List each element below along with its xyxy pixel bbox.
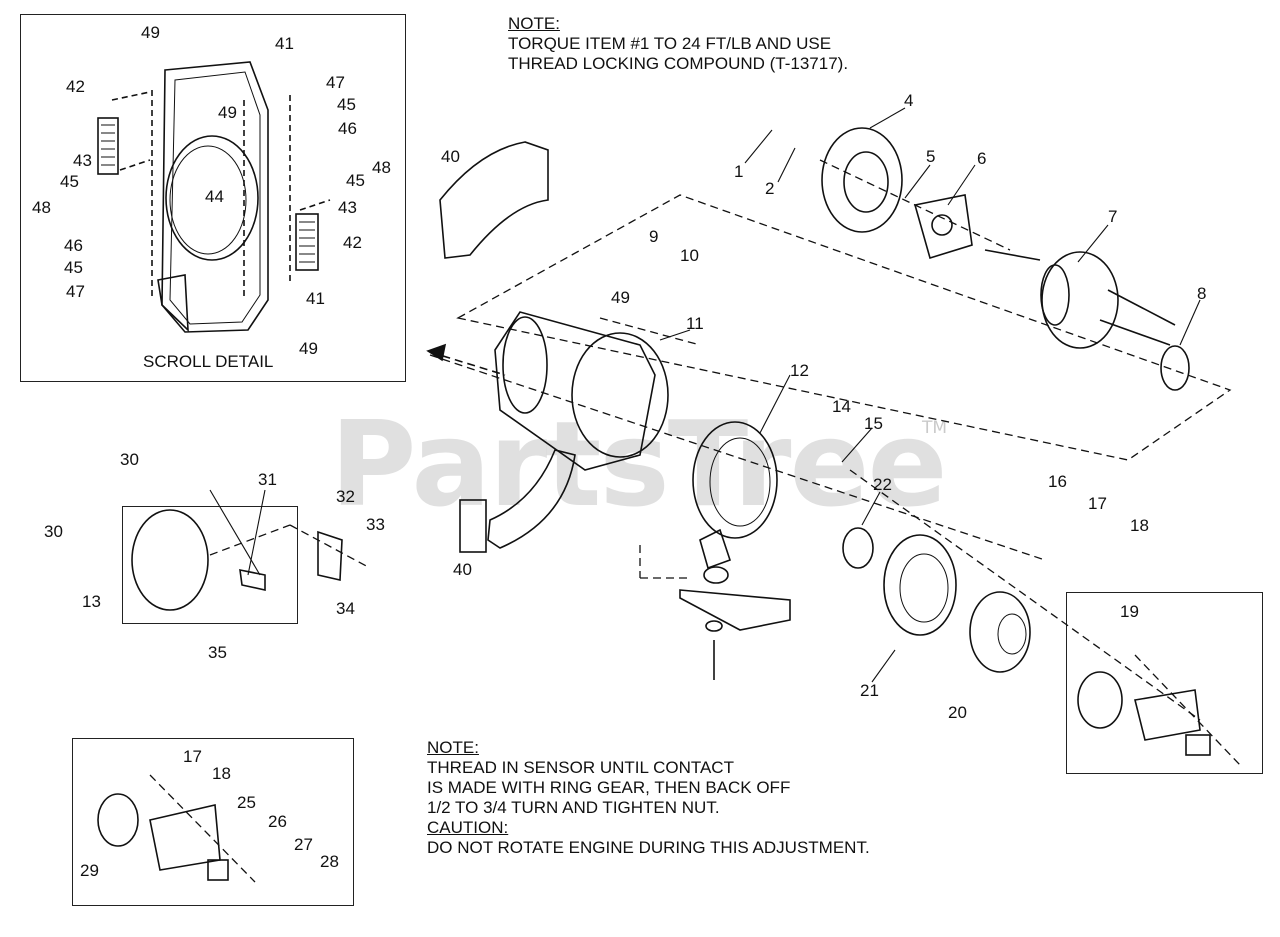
sensor-29-drawing	[97, 793, 139, 847]
hub-drawing	[913, 194, 973, 260]
callout-31: 31	[258, 470, 277, 489]
callout-17: 17	[1088, 494, 1107, 513]
callout-43-right: 43	[338, 198, 357, 217]
callout-10: 10	[680, 246, 699, 265]
callout-49-top: 49	[141, 23, 160, 42]
note-caution-line: DO NOT ROTATE ENGINE DURING THIS ADJUSTM…	[427, 838, 870, 857]
callout-48-r: 48	[372, 158, 391, 177]
rotor-shaft-drawing	[984, 249, 1041, 261]
note-torque-heading: NOTE:	[508, 14, 560, 33]
callout-49-main: 49	[611, 288, 630, 307]
callout-42-left: 42	[66, 77, 85, 96]
fan-cover-lower-drawing	[487, 449, 576, 549]
callout-30-top: 30	[120, 450, 139, 469]
scroll-detail-inset	[20, 14, 406, 382]
callout-45-bl: 45	[64, 258, 83, 277]
callout-42-right: 42	[343, 233, 362, 252]
callout-34: 34	[336, 599, 355, 618]
callout-41-top: 41	[275, 34, 294, 53]
callout-18-inset: 18	[212, 764, 231, 783]
callout-17-inset: 17	[183, 747, 202, 766]
note-sensor: NOTE: THREAD IN SENSOR UNTIL CONTACT IS …	[427, 738, 870, 858]
callout-5: 5	[926, 147, 936, 166]
callout-13: 13	[82, 592, 101, 611]
callout-44: 44	[205, 187, 224, 206]
note-sensor-line1: THREAD IN SENSOR UNTIL CONTACT	[427, 758, 734, 777]
callout-14: 14	[832, 397, 851, 416]
sensor-detail-inset-left	[72, 738, 354, 906]
callout-26: 26	[268, 812, 287, 831]
fan-cover-upper-drawing	[439, 141, 549, 259]
callout-22: 22	[873, 475, 892, 494]
callout-18: 18	[1130, 516, 1149, 535]
callout-40-bottom: 40	[453, 560, 472, 579]
sensor-bracket-inset	[122, 506, 298, 624]
note-caution-heading: CAUTION:	[427, 818, 509, 837]
ring-drawing	[883, 534, 957, 636]
callout-25: 25	[237, 793, 256, 812]
callout-19: 19	[1120, 602, 1139, 621]
callout-11: 11	[686, 314, 704, 333]
callout-4: 4	[904, 91, 914, 110]
watermark-tm: TM	[922, 418, 948, 438]
sensor-plate-drawing	[131, 509, 209, 611]
bearing-drawing	[842, 527, 874, 569]
bearing-carrier-drawing	[692, 421, 778, 539]
callout-49-mid: 49	[218, 103, 237, 122]
sensor-detail-inset-right	[1066, 592, 1263, 774]
connector-26-drawing	[207, 859, 229, 881]
callout-45-tr: 45	[337, 95, 356, 114]
grille-right-drawing	[295, 213, 319, 271]
sensor-19-drawing	[1077, 671, 1123, 729]
callout-47-l: 47	[66, 282, 85, 301]
grille-left-drawing	[97, 117, 119, 175]
callout-48-l: 48	[32, 198, 51, 217]
callout-45-mr: 45	[346, 171, 365, 190]
grille-main-drawing	[459, 499, 487, 553]
callout-15: 15	[864, 414, 883, 433]
callout-30-left: 30	[44, 522, 63, 541]
ring-gear-drawing	[969, 591, 1031, 673]
callout-16: 16	[1048, 472, 1067, 491]
callout-29: 29	[80, 861, 99, 880]
scroll-housing-drawing	[111, 61, 331, 333]
callout-35: 35	[208, 643, 227, 662]
watermark-brand: PartsTree	[330, 395, 948, 533]
scroll-detail-caption: SCROLL DETAIL	[143, 352, 274, 371]
callout-49-bottom: 49	[299, 339, 318, 358]
callout-6: 6	[977, 149, 987, 168]
callout-7: 7	[1108, 207, 1118, 226]
callout-28: 28	[320, 852, 339, 871]
note-torque: NOTE: TORQUE ITEM #1 TO 24 FT/LB AND USE…	[508, 14, 848, 74]
callout-41-bottom: 41	[306, 289, 325, 308]
callout-43-left: 43	[73, 151, 92, 170]
sensor-35-drawing	[239, 568, 266, 591]
note-sensor-heading: NOTE:	[427, 738, 479, 757]
callout-32: 32	[336, 487, 355, 506]
mount-plate-drawing	[679, 589, 791, 631]
callout-45-ml: 45	[60, 172, 79, 191]
callout-46-r: 46	[338, 119, 357, 138]
note-sensor-line3: 1/2 TO 3/4 TURN AND TIGHTEN NUT.	[427, 798, 720, 817]
callout-1: 1	[734, 162, 744, 181]
note-torque-line2: THREAD LOCKING COMPOUND (T-13717).	[508, 54, 849, 73]
callout-9: 9	[649, 227, 659, 246]
bracket-32-drawing	[317, 530, 343, 581]
callout-2: 2	[765, 179, 775, 198]
callout-40-top: 40	[441, 147, 460, 166]
callout-47-r: 47	[326, 73, 345, 92]
note-torque-line1: TORQUE ITEM #1 TO 24 FT/LB AND USE	[508, 34, 832, 53]
callout-20: 20	[948, 703, 967, 722]
stator-drawing	[494, 311, 656, 471]
callout-8: 8	[1197, 284, 1207, 303]
callout-46-l: 46	[64, 236, 83, 255]
fan-drawing	[821, 127, 903, 233]
callout-12: 12	[790, 361, 809, 380]
callout-21: 21	[860, 681, 879, 700]
note-sensor-line2: IS MADE WITH RING GEAR, THEN BACK OFF	[427, 778, 791, 797]
callout-27: 27	[294, 835, 313, 854]
callout-33: 33	[366, 515, 385, 534]
